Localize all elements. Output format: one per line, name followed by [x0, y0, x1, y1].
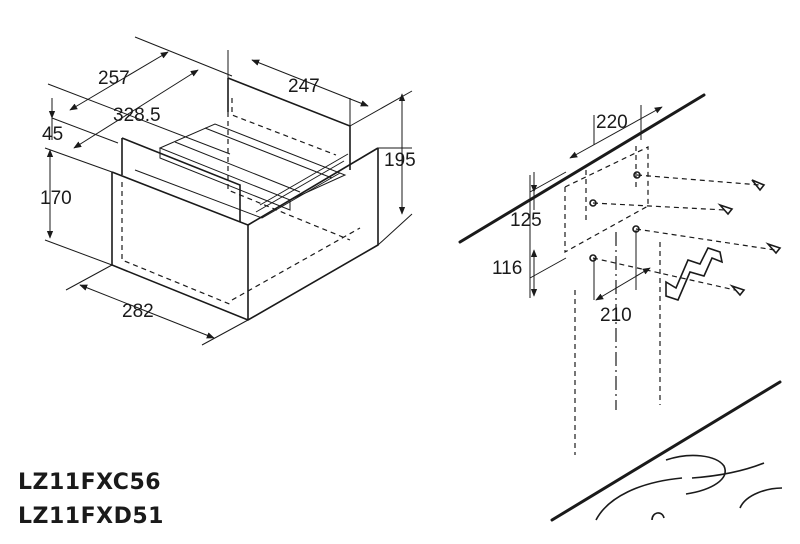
dim-116-label: 116 — [492, 258, 522, 279]
model-number-1: LZ11FXC56 — [18, 470, 162, 495]
dim-247-label: 247 — [288, 76, 320, 97]
dim-210-label: 210 — [600, 305, 632, 326]
dim-125-label: 125 — [510, 210, 542, 231]
dim-328-5-label: 328.5 — [113, 105, 161, 126]
extension-box-drawing: 257 247 328.5 45 170 195 282 — [40, 36, 416, 346]
dim-195-label: 195 — [384, 150, 416, 171]
dim-45-label: 45 — [42, 124, 63, 145]
dim-170-label: 170 — [40, 188, 72, 209]
dim-257-label: 257 — [98, 68, 130, 89]
wall-mounting-drawing: 220 125 116 210 — [458, 93, 783, 522]
dim-282-label: 282 — [122, 301, 154, 322]
dim-220-label: 220 — [596, 112, 628, 133]
model-number-2: LZ11FXD51 — [18, 504, 164, 529]
